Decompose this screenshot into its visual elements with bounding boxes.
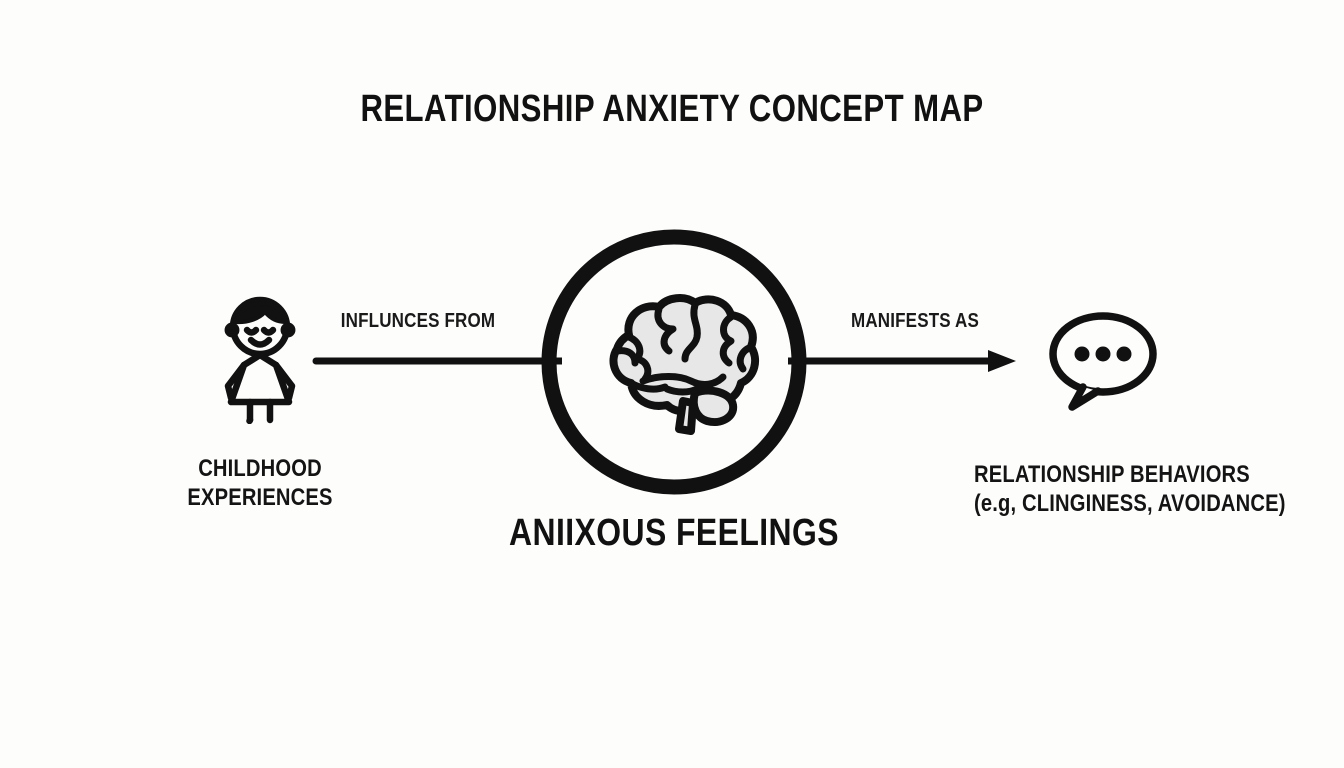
connector-line-icon — [312, 357, 566, 365]
child-figure-icon — [224, 296, 296, 424]
speech-bubble-ellipsis-icon — [1049, 312, 1157, 411]
arrow-right-icon — [788, 350, 1016, 372]
dot-3 — [1116, 346, 1132, 362]
dot-2 — [1095, 346, 1111, 362]
node-relationship-behaviors[interactable]: RELATIONSHIP BEHAVIORS (e.g, CLINGINESS,… — [950, 300, 1286, 519]
node-childhood-label: CHILDHOOD EXPERIENCES — [134, 454, 386, 513]
node-childhood-label-line1: CHILDHOOD — [198, 455, 322, 482]
node-anxious-feelings[interactable] — [541, 229, 807, 495]
brain-icon — [609, 294, 760, 435]
node-anxious-feelings-label: ANIIXOUS FEELINGS — [509, 512, 839, 554]
connector-label-manifests-as: MANIFESTS AS — [851, 310, 979, 332]
dot-1 — [1074, 346, 1090, 362]
node-behaviors-label-line2: (e.g, CLINGINESS, AVOIDANCE) — [974, 490, 1286, 518]
child-figure-icon-wrap — [110, 292, 410, 424]
node-behaviors-label: RELATIONSHIP BEHAVIORS (e.g, CLINGINESS,… — [974, 460, 1286, 519]
node-childhood-experiences[interactable]: CHILDHOOD EXPERIENCES — [110, 292, 410, 513]
connector-childhood-to-brain — [312, 348, 566, 374]
connector-brain-to-behaviors — [788, 348, 1020, 374]
connector-label-influences-from: INFLUNCES FROM — [340, 310, 496, 332]
node-childhood-label-line2: EXPERIENCES — [187, 484, 333, 512]
speech-bubble-icon-wrap — [950, 300, 1250, 418]
node-behaviors-label-line1: RELATIONSHIP BEHAVIORS — [974, 461, 1250, 488]
page-title: RELATIONSHIP ANXIETY CONCEPT MAP — [360, 88, 984, 130]
